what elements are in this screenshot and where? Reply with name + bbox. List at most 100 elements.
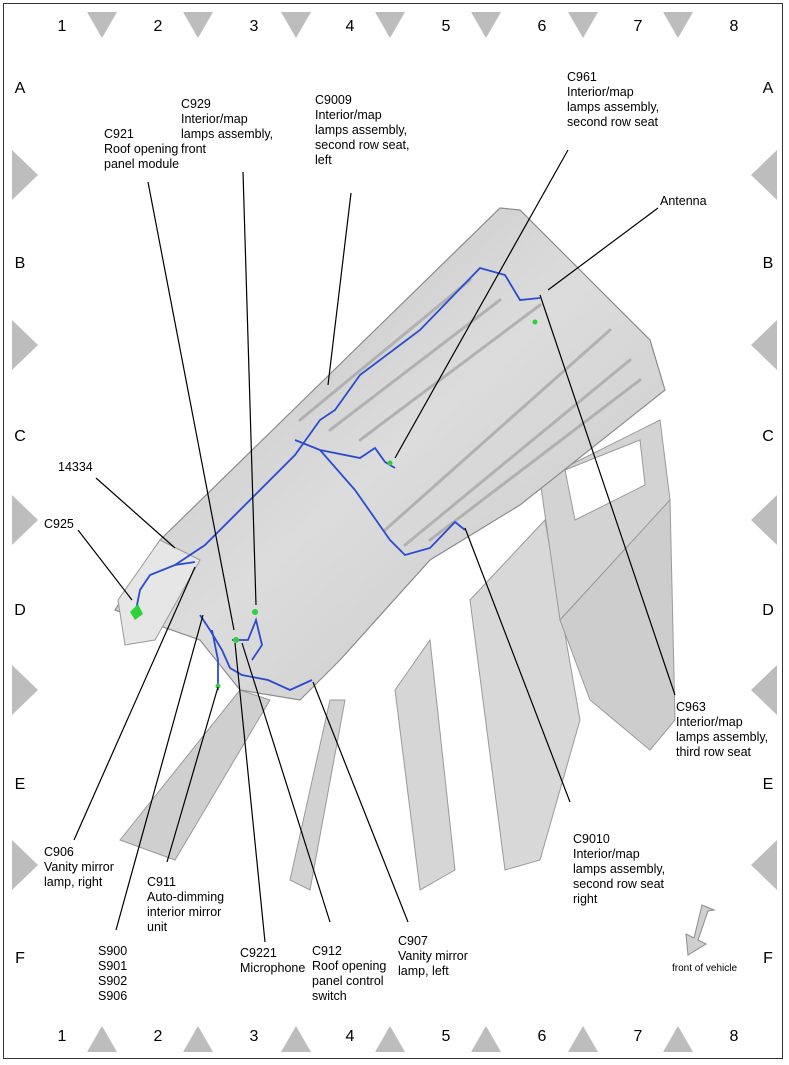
connector-desc: second row seat [573, 877, 665, 891]
component-name: Antenna [660, 194, 707, 208]
callout-c921: C921 Roof opening panel module [104, 127, 179, 172]
connector-desc: right [573, 892, 598, 906]
connector-id: C921 [104, 127, 134, 141]
front-of-vehicle-arrow-icon [685, 904, 716, 956]
connector-id: C9221 [240, 946, 277, 960]
callout-c9221: C9221 Microphone [240, 946, 305, 976]
connector-desc: interior mirror [147, 905, 222, 919]
grid-col-label: 5 [441, 1028, 451, 1045]
connector-desc: front [181, 142, 207, 156]
splice-id: S900 [98, 944, 128, 958]
connector-desc: lamp, left [398, 964, 449, 978]
connector-id: C925 [44, 517, 74, 531]
callout-c911: C911 Auto-dimming interior mirror unit [147, 875, 224, 935]
grid-col-label: 5 [441, 18, 451, 35]
splice-id: S901 [98, 959, 128, 973]
connector-desc: Vanity mirror [44, 860, 114, 874]
connector-desc: lamps assembly, [567, 100, 660, 114]
callout-c963: C963 Interior/map lamps assembly, third … [676, 700, 768, 760]
grid-col-label: 8 [729, 18, 739, 35]
connector-desc: unit [147, 920, 168, 934]
callout-c961: C961 Interior/map lamps assembly, second… [567, 70, 659, 130]
connector-id: C911 [147, 875, 176, 889]
grid-row-label: F [763, 950, 773, 967]
grid-markers [12, 12, 777, 1052]
splice-id: S906 [98, 989, 128, 1003]
connector-desc: Interior/map [315, 108, 382, 122]
grid-row-label: D [14, 602, 26, 619]
connector-markers [130, 319, 538, 689]
connector-desc: Microphone [240, 961, 306, 975]
connector-desc: Vanity mirror [398, 949, 468, 963]
callout-c907: C907 Vanity mirror lamp, left [398, 934, 468, 979]
grid-col-label: 3 [249, 18, 259, 35]
leader-lines [73, 149, 676, 943]
connector-id: C907 [398, 934, 428, 948]
connector-desc: Auto-dimming [147, 890, 225, 904]
grid-row-label: F [15, 950, 25, 967]
connector-id: C929 [181, 97, 211, 111]
connector-id: C9009 [315, 93, 352, 107]
grid-col-label: 1 [57, 1028, 67, 1045]
callout-c9009: C9009 Interior/map lamps assembly, secon… [315, 93, 410, 168]
callout-14334: 14334 [58, 460, 93, 475]
connector-desc: panel module [104, 157, 180, 171]
harness-id: 14334 [58, 460, 93, 474]
callout-c929: C929 Interior/map lamps assembly, front [181, 97, 273, 157]
connector-desc: lamps assembly, [676, 730, 769, 744]
connector-desc: second row seat [567, 115, 659, 129]
connector-desc: Interior/map [573, 847, 640, 861]
front-of-vehicle-label: front of vehicle [672, 963, 738, 974]
grid-row-label: A [762, 80, 774, 97]
grid-col-label: 4 [345, 18, 355, 35]
connector-desc: lamps assembly, [315, 123, 408, 137]
connector-desc: switch [312, 989, 347, 1003]
callout-c912: C912 Roof opening panel control switch [312, 944, 386, 1004]
connector-id: C963 [676, 700, 706, 714]
callout-c906: C906 Vanity mirror lamp, right [44, 845, 114, 890]
connector-desc: lamps assembly, [573, 862, 666, 876]
connector-id: C961 [567, 70, 597, 84]
diagram-frame [3, 3, 783, 1059]
connector-desc: lamp, right [44, 875, 103, 889]
grid-col-label: 1 [57, 18, 67, 35]
grid-row-label: E [14, 776, 26, 793]
callout-c9010: C9010 Interior/map lamps assembly, secon… [573, 832, 665, 907]
connector-desc: Interior/map [567, 85, 634, 99]
connector-id: C9010 [573, 832, 610, 846]
grid-row-label: E [762, 776, 774, 793]
grid-row-label: B [762, 255, 774, 272]
connector-desc: third row seat [676, 745, 752, 759]
connector-id: C906 [44, 845, 74, 859]
grid-col-label: 6 [537, 1028, 547, 1045]
grid-row-label: B [14, 255, 26, 272]
grid-col-label: 7 [633, 1028, 643, 1045]
vehicle-body [114, 207, 676, 891]
grid-col-label: 8 [729, 1028, 739, 1045]
splice-id: S902 [98, 974, 128, 988]
connector-desc: left [315, 153, 332, 167]
grid-row-label: C [14, 428, 26, 445]
callout-c925: C925 [44, 517, 74, 532]
connector-desc: Roof opening [104, 142, 179, 156]
grid-row-label: D [762, 602, 774, 619]
wiring-harness [135, 266, 541, 691]
grid-col-label: 7 [633, 18, 643, 35]
connector-desc: lamps assembly, [181, 127, 274, 141]
grid-row-label: C [762, 428, 774, 445]
grid-row-label: A [14, 80, 26, 97]
callout-splices: S900 S901 S902 S906 [98, 944, 127, 1004]
connector-id: C912 [312, 944, 342, 958]
grid-col-label: 4 [345, 1028, 355, 1045]
callout-antenna: Antenna [660, 194, 707, 209]
connector-desc: Interior/map [676, 715, 743, 729]
connector-desc: second row seat, [315, 138, 410, 152]
grid-col-label: 6 [537, 18, 547, 35]
grid-col-label: 2 [153, 18, 163, 35]
grid-col-label: 2 [153, 1028, 163, 1045]
connector-desc: Roof opening [312, 959, 387, 973]
grid-col-label: 3 [249, 1028, 259, 1045]
connector-desc: panel control [312, 974, 384, 988]
connector-desc: Interior/map [181, 112, 248, 126]
